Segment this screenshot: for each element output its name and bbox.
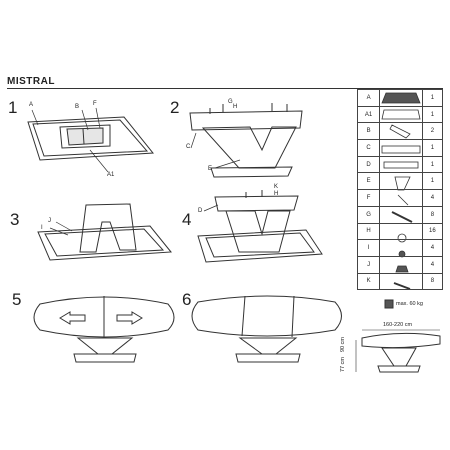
step1-drawing [27, 107, 154, 173]
part-picture-cell [379, 105, 423, 124]
part-quantity: 4 [421, 255, 444, 274]
part-label: G [356, 205, 381, 224]
callout-s1-a1: A1 [107, 172, 115, 178]
part-quantity: 1 [421, 139, 444, 157]
part-label: C [356, 139, 381, 157]
part-picture-cell [379, 272, 423, 291]
callout-s3-j: J [48, 218, 51, 224]
step6-drawing [191, 295, 342, 363]
step-number-3: 3 [10, 210, 20, 229]
callout-s3-i: I [41, 225, 43, 231]
part-picture-cell [379, 255, 423, 274]
callout-s2-h: H [233, 104, 238, 110]
part-quantity: 1 [421, 105, 444, 124]
part-label: E [356, 172, 381, 191]
part-label: A [356, 89, 381, 107]
dimension-drawing [355, 329, 441, 373]
depth-dimension: 90 cm [340, 337, 346, 352]
part-picture-cell [379, 239, 423, 257]
part-quantity: 8 [421, 205, 444, 224]
part-picture-cell [379, 205, 423, 224]
part-picture-cell [379, 139, 423, 157]
callout-s1-b: B [75, 104, 80, 110]
part-picture-cell [379, 89, 423, 107]
part-quantity: 16 [421, 222, 444, 241]
callout-s2-c: C [186, 144, 191, 150]
part-picture-cell [379, 155, 423, 174]
part-quantity: 1 [421, 172, 444, 191]
callout-s4-d: D [198, 208, 203, 214]
part-label: B [356, 122, 381, 141]
callout-s2-e: E [208, 166, 213, 172]
step-number-6: 6 [182, 290, 192, 309]
part-picture-cell [379, 172, 423, 191]
callout-s2-g: G [228, 99, 233, 105]
part-picture-cell [379, 189, 423, 207]
part-label: F [356, 189, 381, 207]
parts-row: H 16 [356, 222, 444, 241]
step5-drawing [33, 296, 175, 363]
part-picture-cell [379, 122, 423, 141]
part-picture-cell [379, 222, 423, 241]
callout-s1-a: A [29, 102, 34, 108]
part-quantity: 1 [421, 155, 444, 174]
parts-row: A1 1 [356, 105, 444, 124]
step4-drawing [197, 190, 323, 263]
max-load-label: max. 60 kg [396, 301, 423, 307]
part-quantity: 8 [421, 272, 444, 291]
width-dimension: 160-220 cm [383, 322, 413, 328]
part-label: H [356, 222, 381, 241]
callout-s4-h: H [274, 191, 279, 197]
part-label: A1 [356, 105, 381, 124]
callout-s4-k: K [274, 184, 279, 190]
step2-drawing [189, 103, 303, 178]
height-dimension: 77 cm [340, 357, 346, 372]
part-label: K [356, 272, 381, 291]
callout-s1-f: F [93, 101, 97, 107]
part-quantity: 1 [421, 89, 444, 107]
part-label: I [356, 239, 381, 257]
step-number-2: 2 [170, 98, 180, 117]
product-title: MISTRAL [7, 76, 55, 87]
step-number-4: 4 [182, 210, 192, 229]
weight-icon [384, 299, 394, 309]
step-number-1: 1 [8, 98, 18, 117]
part-label: J [356, 255, 381, 274]
step-number-5: 5 [12, 290, 22, 309]
title-rule [7, 88, 443, 89]
step3-drawing [37, 203, 172, 261]
part-quantity: 2 [421, 122, 444, 141]
part-quantity: 4 [421, 189, 444, 207]
part-label: D [356, 155, 381, 174]
part-quantity: 4 [421, 239, 444, 257]
